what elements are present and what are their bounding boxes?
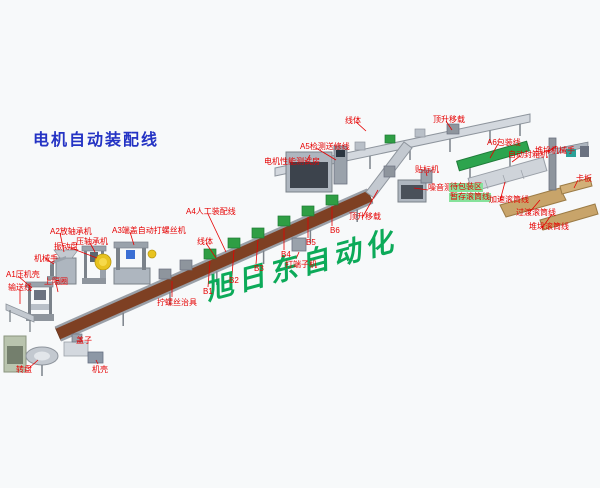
housing-box <box>87 351 104 364</box>
label-station-b5: B5 <box>306 238 316 247</box>
label-station-b1: B1 <box>203 287 213 296</box>
terminal-machine-box <box>291 237 307 252</box>
label-line-body-top: 线体 <box>345 116 361 125</box>
screw-fixtures <box>158 259 193 280</box>
a3-screw-machine-box <box>113 241 157 285</box>
label-spacer-ring: 上隔圈 <box>44 277 68 286</box>
label-a2-bearing-machine: A2放轴承机 <box>50 227 92 236</box>
label-a6-packing-line: A6包装线 <box>487 138 521 147</box>
label-accel-roller-line: 加速滚筒线 <box>489 195 529 204</box>
cover-table <box>63 333 89 357</box>
label-auto-box-sealer: 自动封箱机 <box>508 150 548 159</box>
label-housing: 机壳 <box>92 365 108 374</box>
label-motor-test-room: 电机性能测试房 <box>264 157 320 166</box>
a1-housing-press-box <box>25 281 54 321</box>
station-crates <box>203 194 339 260</box>
label-pallet: 卡板 <box>576 174 592 183</box>
page-title: 电机自动装配线 <box>33 132 160 149</box>
label-vibration-plate: 振动盘 <box>54 242 78 251</box>
label-a5-repair-line: A5检测送修线 <box>300 142 350 151</box>
label-stacking-roller: 堆垛滚筒线 <box>529 222 569 231</box>
lift-transfer-ramp <box>365 141 413 199</box>
stacking-robot-arm <box>548 137 589 191</box>
label-noise-test-room: 噪音测试房 <box>428 183 468 192</box>
label-transition-roller: 过渡滚筒线 <box>516 208 556 217</box>
label-staging-roller-line: 暂存滚筒线 <box>449 192 491 202</box>
vibration-plate-bowl <box>94 253 112 278</box>
label-stacking-robot: 堆垛机械手 <box>535 146 575 155</box>
bottom-left-machine <box>3 335 27 373</box>
label-lift-transfer-top: 顶升移载 <box>433 115 465 124</box>
label-robot-hand: 机械手 <box>34 254 58 263</box>
label-line-body-mid: 线体 <box>197 237 213 246</box>
robot-hand-arm <box>47 256 66 280</box>
label-labeling-machine: 贴标机 <box>415 165 439 174</box>
label-infeed-conveyor: 输送线 <box>8 283 32 292</box>
motor-test-room-box <box>285 145 348 193</box>
label-station-b2: B2 <box>229 276 239 285</box>
label-a1-housing-press: A1压机壳 <box>6 270 40 279</box>
labeling-machine-box <box>420 169 433 184</box>
label-a3-screw-machine: A3端盖自动打螺丝机 <box>112 226 186 235</box>
label-bearing-press: 压轴承机 <box>76 237 108 246</box>
label-station-b4: B4 <box>281 250 291 259</box>
infeed-conveyor-box <box>5 303 35 332</box>
label-station-b6: B6 <box>330 226 340 235</box>
label-turntable: 转盘 <box>16 365 32 374</box>
pallet-area <box>499 177 599 231</box>
label-staging-zone: 待包装区 <box>449 182 483 192</box>
label-a4-manual-line: A4人工装配线 <box>186 207 236 216</box>
a2-bearing-machine-box <box>53 249 79 285</box>
label-terminal-machine: 打端子机 <box>285 260 317 269</box>
label-screw-fixture: 拧螺丝治具 <box>157 298 197 307</box>
label-station-b3: B3 <box>254 264 264 273</box>
turntable-disc <box>25 346 59 376</box>
main-conveyor <box>54 188 374 347</box>
label-lift-transfer-mid: 顶升移载 <box>349 212 381 221</box>
leader-lines <box>17 120 579 370</box>
label-cover: 盖子 <box>76 336 92 345</box>
